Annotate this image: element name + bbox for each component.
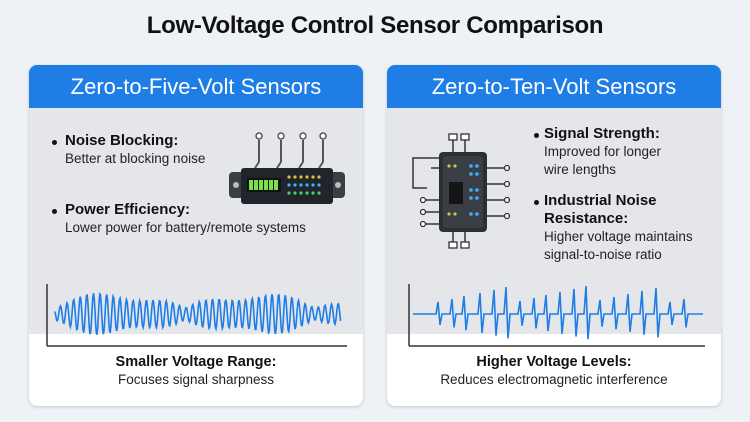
feature-noise-blocking: Noise Blocking: Better at blocking noise bbox=[65, 132, 205, 168]
feature-desc-line: Higher voltage maintains bbox=[544, 229, 693, 244]
feature-desc-line: Improved for longer bbox=[544, 144, 662, 159]
bullet-icon bbox=[534, 133, 539, 138]
feature-name-line: Resistance: bbox=[544, 210, 629, 227]
feature-power-efficiency: Power Efficiency: Lower power for batter… bbox=[65, 201, 306, 237]
feature-desc-line: wire lengths bbox=[544, 162, 617, 177]
bullet-icon bbox=[52, 209, 57, 214]
features-area: Noise Blocking: Better at blocking noise… bbox=[29, 108, 363, 334]
panel-header: Zero-to-Five-Volt Sensors bbox=[29, 65, 363, 108]
feature-name-line: Industrial Noise bbox=[544, 192, 657, 209]
page-title: Low-Voltage Control Sensor Comparison bbox=[146, 12, 604, 39]
features-area: Signal Strength: Improved for longer wir… bbox=[387, 108, 721, 334]
feature-desc: Better at blocking noise bbox=[65, 151, 206, 166]
caption: Smaller Voltage Range: Focuses signal sh… bbox=[29, 353, 363, 389]
feature-name: Noise Blocking: bbox=[65, 132, 179, 149]
zero-to-ten-volt-panel: Zero-to-Ten-Volt Sensors Signal Strength… bbox=[387, 65, 721, 406]
feature-name: Power Efficiency: bbox=[65, 201, 191, 218]
feature-name: Signal Strength: bbox=[544, 125, 660, 142]
feature-desc: Lower power for battery/remote systems bbox=[65, 220, 306, 235]
zero-to-five-volt-panel: Zero-to-Five-Volt Sensors Noise Blocking… bbox=[29, 65, 363, 406]
caption-desc: Focuses signal sharpness bbox=[117, 372, 275, 387]
feature-desc-line: signal-to-noise ratio bbox=[544, 247, 662, 262]
waveform-graph-icon bbox=[46, 284, 347, 347]
feature-signal-strength: Signal Strength: Improved for longer wir… bbox=[544, 125, 661, 179]
sensor-module-icon bbox=[229, 132, 345, 204]
caption-name: Higher Voltage Levels: bbox=[476, 354, 632, 370]
panel-header: Zero-to-Ten-Volt Sensors bbox=[387, 65, 721, 108]
caption: Higher Voltage Levels: Reduces electroma… bbox=[387, 353, 721, 389]
bullet-icon bbox=[534, 200, 539, 205]
spike-waveform-graph-icon bbox=[408, 284, 705, 347]
bullet-icon bbox=[52, 140, 57, 145]
caption-name: Smaller Voltage Range: bbox=[115, 354, 277, 370]
feature-industrial-noise: Industrial Noise Resistance: Higher volt… bbox=[544, 192, 693, 264]
industrial-sensor-chip-icon bbox=[412, 133, 511, 249]
caption-desc: Reduces electromagnetic interference bbox=[440, 372, 668, 387]
